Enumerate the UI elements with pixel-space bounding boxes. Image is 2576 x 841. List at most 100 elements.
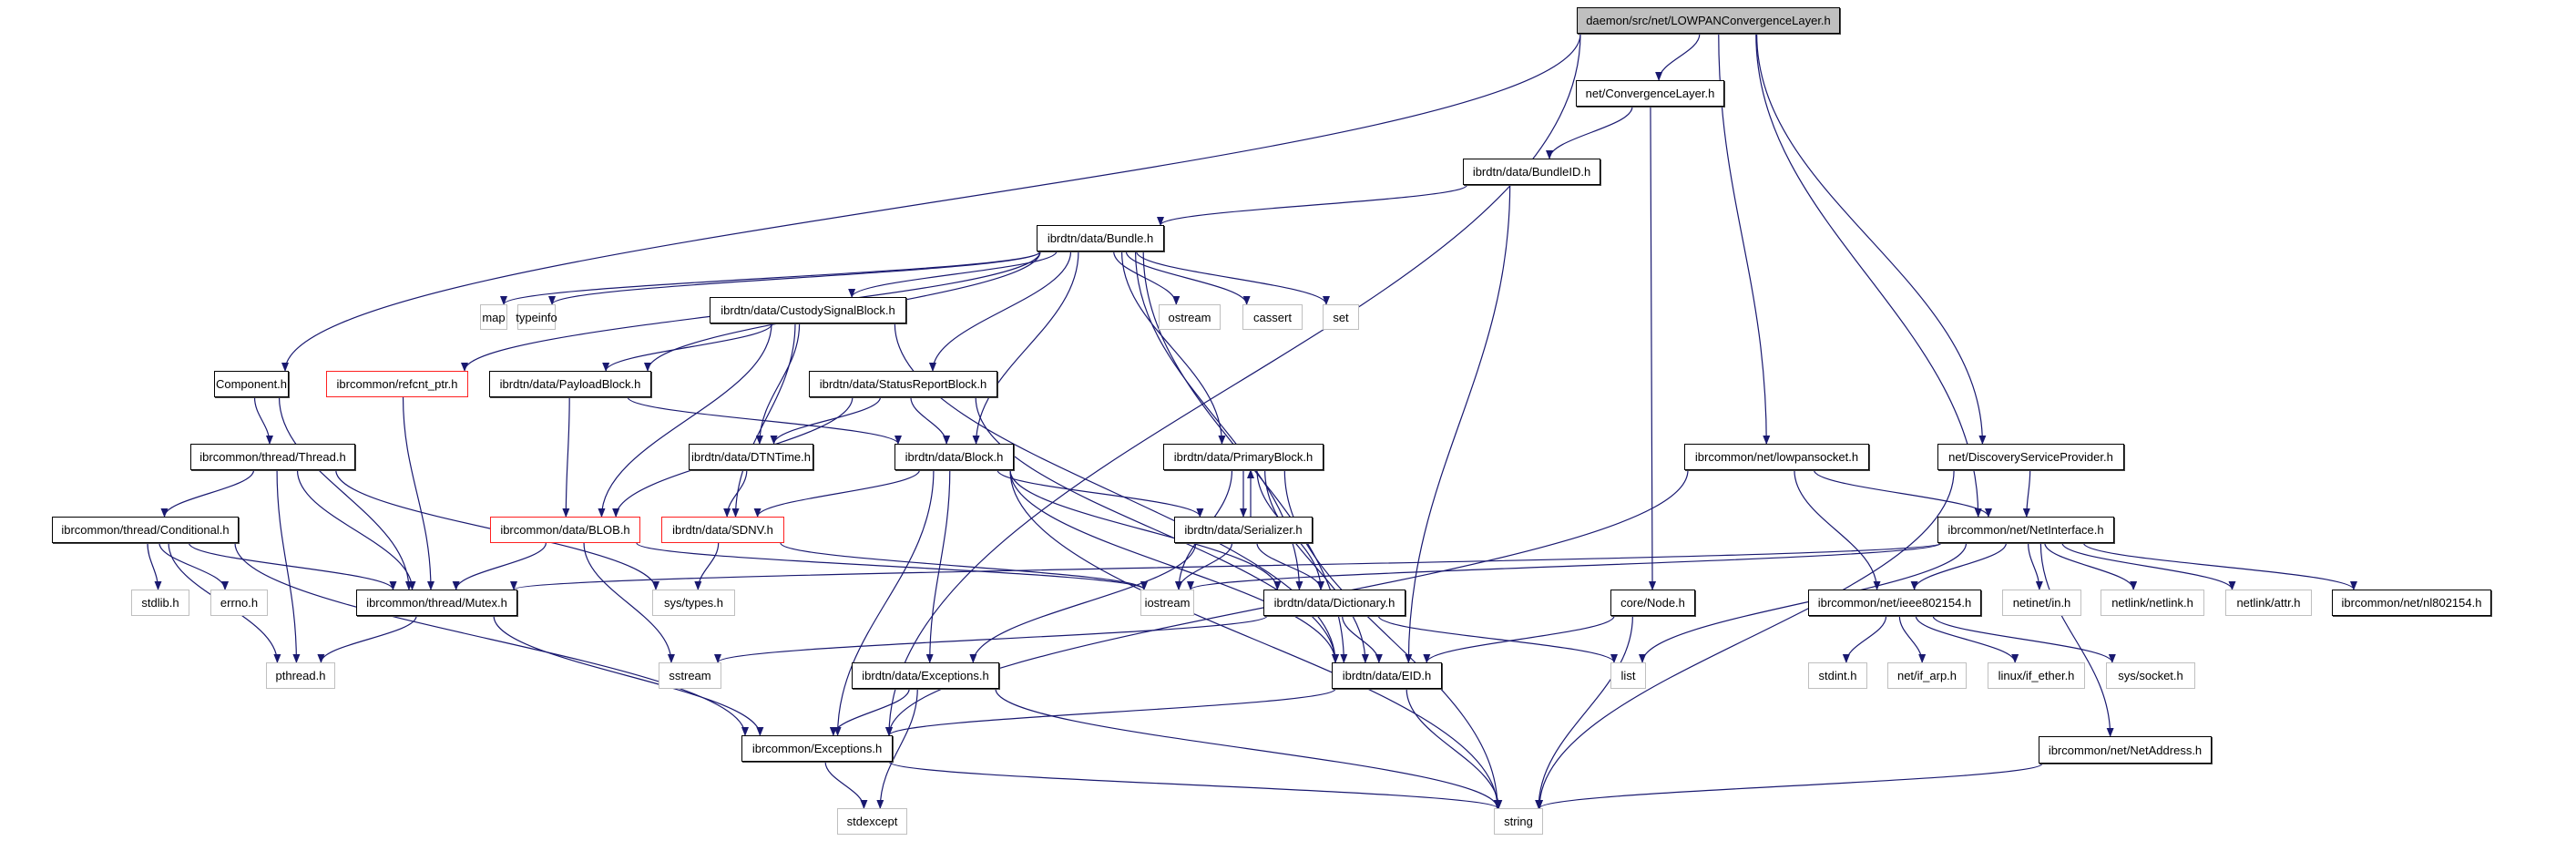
graph-node-payload[interactable]: ibrdtn/data/PayloadBlock.h bbox=[489, 371, 651, 397]
graph-node-thread[interactable]: ibrcommon/thread/Thread.h bbox=[190, 444, 355, 470]
node-label: ibrcommon/net/nl802154.h bbox=[2341, 596, 2482, 610]
node-label: netlink/netlink.h bbox=[2111, 596, 2193, 610]
edge-conditional-to-stdlib bbox=[147, 542, 162, 590]
graph-node-dtntime[interactable]: ibrdtn/data/DTNTime.h bbox=[689, 444, 813, 470]
graph-node-refcnt[interactable]: ibrcommon/refcnt_ptr.h bbox=[326, 371, 468, 397]
edge-conditional-to-errno bbox=[158, 542, 230, 590]
graph-node-custody[interactable]: ibrdtn/data/CustodySignalBlock.h bbox=[710, 297, 906, 323]
edge-lowpansocket-to-ieee bbox=[1794, 469, 1881, 590]
graph-node-dictionary[interactable]: ibrdtn/data/Dictionary.h bbox=[1263, 590, 1406, 616]
node-label: linux/if_ether.h bbox=[1998, 669, 2075, 682]
node-label: ibrdtn/data/PrimaryBlock.h bbox=[1173, 450, 1314, 464]
graph-node-list: list bbox=[1610, 662, 1646, 689]
graph-node-blob[interactable]: ibrcommon/data/BLOB.h bbox=[490, 517, 640, 543]
edge-conditional-to-exceptions bbox=[234, 542, 749, 736]
edge-bundle-to-block bbox=[972, 251, 1079, 445]
graph-node-serializer[interactable]: ibrdtn/data/Serializer.h bbox=[1174, 517, 1313, 543]
node-label: ibrdtn/data/Block.h bbox=[905, 450, 1004, 464]
graph-node-convlayer[interactable]: net/ConvergenceLayer.h bbox=[1576, 80, 1724, 107]
edge-serializer-to-dictionary bbox=[1256, 542, 1324, 590]
edge-block-to-dtnexceptions bbox=[925, 469, 951, 663]
graph-node-netinterface[interactable]: ibrcommon/net/NetInterface.h bbox=[1937, 517, 2114, 543]
graph-node-bundleid[interactable]: ibrdtn/data/BundleID.h bbox=[1463, 159, 1600, 185]
edge-node-to-string bbox=[1535, 615, 1633, 809]
node-label: ibrcommon/thread/Mutex.h bbox=[366, 596, 507, 610]
graph-node-bundle[interactable]: ibrdtn/data/Bundle.h bbox=[1037, 225, 1164, 251]
graph-node-netinet: netinet/in.h bbox=[2002, 590, 2081, 616]
edge-bundle-to-custody bbox=[848, 251, 1058, 298]
graph-node-block[interactable]: ibrdtn/data/Block.h bbox=[894, 444, 1014, 470]
graph-node-stdint: stdint.h bbox=[1808, 662, 1867, 689]
node-label: ibrcommon/thread/Conditional.h bbox=[61, 523, 230, 537]
graph-node-map: map bbox=[480, 304, 507, 330]
edge-netinterface-to-list bbox=[1639, 542, 1968, 663]
edge-statusreport-to-dtntime bbox=[770, 396, 882, 445]
edge-netinterface-to-netinet bbox=[2028, 542, 2043, 590]
edge-blob-to-sstream bbox=[583, 542, 675, 663]
graph-node-nl802154[interactable]: ibrcommon/net/nl802154.h bbox=[2332, 590, 2491, 616]
edge-payload-to-block bbox=[627, 396, 902, 445]
edge-ieee-to-stdint bbox=[1842, 615, 1887, 663]
graph-node-mutex[interactable]: ibrcommon/thread/Mutex.h bbox=[356, 590, 517, 616]
graph-node-sdnv[interactable]: ibrdtn/data/SDNV.h bbox=[661, 517, 784, 543]
edge-block-to-dictionary bbox=[1009, 469, 1282, 590]
edge-netinterface-to-netlink bbox=[2044, 542, 2138, 590]
graph-node-conditional[interactable]: ibrcommon/thread/Conditional.h bbox=[52, 517, 239, 543]
edge-dtnexceptions-to-string bbox=[995, 688, 1501, 809]
edge-bundleid-to-bundle bbox=[1157, 184, 1468, 226]
graph-node-eid[interactable]: ibrdtn/data/EID.h bbox=[1332, 662, 1442, 689]
node-label: map bbox=[482, 310, 506, 324]
node-label: sys/types.h bbox=[663, 596, 724, 610]
graph-node-component[interactable]: Component.h bbox=[214, 371, 289, 397]
edge-root-to-discovery bbox=[1756, 33, 1987, 445]
graph-node-set: set bbox=[1323, 304, 1359, 330]
edge-custody-to-blob bbox=[598, 323, 772, 518]
graph-node-node[interactable]: core/Node.h bbox=[1610, 590, 1695, 616]
edge-bundleid-to-eid bbox=[1405, 184, 1511, 663]
graph-node-netaddress[interactable]: ibrcommon/net/NetAddress.h bbox=[2039, 736, 2212, 764]
graph-node-ostream: ostream bbox=[1159, 304, 1221, 330]
edge-netaddress-to-string bbox=[1536, 763, 2043, 809]
graph-node-ieee[interactable]: ibrcommon/net/ieee802154.h bbox=[1808, 590, 1981, 616]
node-label: ibrcommon/net/NetAddress.h bbox=[2048, 743, 2203, 757]
node-label: ibrdtn/data/Bundle.h bbox=[1047, 231, 1154, 245]
node-label: ibrcommon/thread/Thread.h bbox=[199, 450, 346, 464]
edge-mutex-to-pthread bbox=[317, 615, 417, 663]
graph-node-discovery[interactable]: net/DiscoveryServiceProvider.h bbox=[1937, 444, 2124, 470]
graph-node-statusreport[interactable]: ibrdtn/data/StatusReportBlock.h bbox=[809, 371, 997, 397]
graph-node-lowpansocket[interactable]: ibrcommon/net/lowpansocket.h bbox=[1684, 444, 1869, 470]
edge-netinterface-to-attr bbox=[2061, 542, 2236, 590]
edge-block-to-sdnv bbox=[753, 469, 920, 518]
node-label: ibrdtn/data/PayloadBlock.h bbox=[499, 377, 641, 391]
edge-bundle-to-statusreport bbox=[928, 251, 1072, 372]
node-label: ibrdtn/data/DTNTime.h bbox=[690, 450, 811, 464]
edge-root-to-netinterface bbox=[1755, 33, 1982, 518]
node-label: ibrcommon/Exceptions.h bbox=[751, 742, 883, 755]
graph-node-dtnexceptions[interactable]: ibrdtn/data/Exceptions.h bbox=[852, 662, 999, 689]
graph-node-primary[interactable]: ibrdtn/data/PrimaryBlock.h bbox=[1163, 444, 1324, 470]
graph-node-errno: errno.h bbox=[210, 590, 268, 616]
edge-root-to-exceptions bbox=[885, 33, 1581, 736]
node-label: ibrdtn/data/SDNV.h bbox=[672, 523, 773, 537]
edge-discovery-to-netinterface bbox=[2022, 469, 2031, 518]
edge-dictionary-to-sstream bbox=[714, 615, 1268, 663]
graph-node-attr: netlink/attr.h bbox=[2225, 590, 2312, 616]
edge-block-to-serializer bbox=[997, 469, 1204, 518]
node-label: stdexcept bbox=[846, 815, 898, 828]
graph-node-exceptions[interactable]: ibrcommon/Exceptions.h bbox=[741, 735, 893, 762]
edge-exceptions-to-string bbox=[888, 761, 1501, 809]
node-label: core/Node.h bbox=[1620, 596, 1685, 610]
edge-block-to-exceptions bbox=[833, 469, 935, 736]
edge-thread-to-conditional bbox=[160, 469, 255, 518]
edge-statusreport-to-eid bbox=[975, 396, 1339, 663]
edge-bundle-to-cassert bbox=[1125, 251, 1251, 305]
graph-node-ifether: linux/if_ether.h bbox=[1988, 662, 2085, 689]
node-label: set bbox=[1333, 310, 1349, 324]
edge-payload-to-blob bbox=[562, 396, 570, 518]
graph-node-stdlib: stdlib.h bbox=[131, 590, 189, 616]
edge-netinterface-to-iostream bbox=[1187, 542, 1942, 590]
graph-node-root[interactable]: daemon/src/net/LOWPANConvergenceLayer.h bbox=[1577, 7, 1840, 34]
edge-netinterface-to-mutex bbox=[510, 542, 1942, 590]
node-label: typeinfo bbox=[516, 310, 557, 324]
